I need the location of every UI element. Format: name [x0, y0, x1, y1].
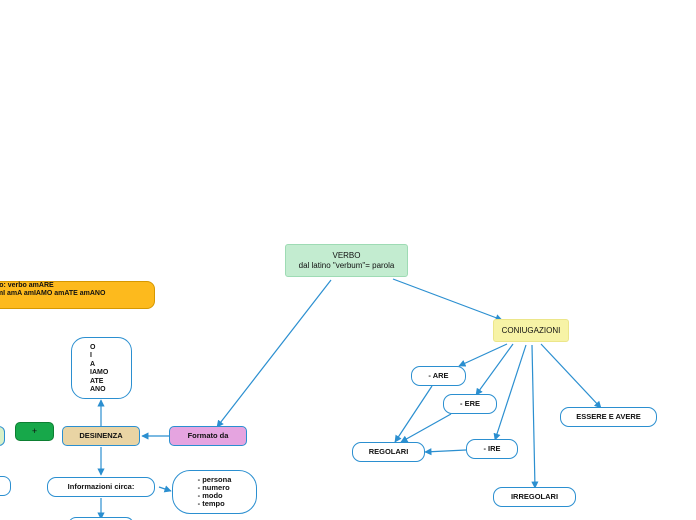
verbo-title: VERBO [332, 251, 361, 261]
link-coniugazioni-ere [475, 343, 514, 396]
link-verbo-coniugazioni [392, 278, 503, 322]
ending-item: ANO [90, 385, 106, 393]
informazioni-node[interactable]: Informazioni circa: [47, 477, 155, 497]
regolari-node[interactable]: REGOLARI [352, 442, 425, 462]
plus-node[interactable]: + [15, 422, 54, 441]
info-item: - modo [197, 491, 223, 500]
ending-item: IAMO [90, 369, 109, 377]
info-item: - numero [197, 482, 230, 492]
ending-item: A [90, 360, 96, 368]
link-coniugazioni-irregolari [531, 344, 539, 489]
offscreen-node-left-2[interactable] [0, 476, 11, 496]
endings-list: O I A IAMO ATE ANO [90, 344, 108, 394]
info-item: - persona [197, 474, 232, 484]
coniugazioni-node[interactable]: CONIUGAZIONI [493, 319, 569, 342]
link-verbo-formato [216, 279, 332, 428]
ending-item: I [90, 352, 92, 360]
link-info-persona [158, 485, 172, 493]
esempio-line-1: pio: verbo amARE [0, 282, 54, 289]
ere-node[interactable]: - ERE [443, 394, 497, 414]
esempio-node[interactable]: pio: verbo amARE amI amA amIAMO amATE am… [0, 281, 155, 309]
verbo-subtitle: dal latino "verbum"= parola [298, 260, 395, 270]
verbo-root-node[interactable]: VERBO dal latino "verbum"= parola [285, 244, 408, 277]
info-items-list: - persona - numero - modo - tempo [197, 474, 232, 509]
are-node[interactable]: - ARE [411, 366, 466, 386]
info-item: - tempo [197, 499, 225, 509]
link-coniugazioni-ire [493, 344, 527, 441]
ending-item: O [90, 344, 96, 351]
desinenze-list-node[interactable]: O I A IAMO ATE ANO [71, 337, 132, 399]
formato-da-node[interactable]: Formato da [169, 426, 247, 446]
essere-avere-node[interactable]: ESSERE E AVERE [560, 407, 657, 427]
info-items-node[interactable]: - persona - numero - modo - tempo [172, 470, 257, 514]
desinenza-node[interactable]: DESINENZA [62, 426, 140, 446]
link-coniugazioni-essere [540, 343, 602, 409]
link-ire-regolari [424, 448, 467, 456]
link-ere-regolari [400, 413, 452, 443]
link-are-regolari [394, 385, 433, 443]
ire-node[interactable]: - IRE [466, 439, 518, 459]
link-coniugazioni-are [458, 343, 508, 367]
esempio-line-2: amI amA amIAMO amATE amANO [0, 290, 106, 298]
ending-item: ATE [90, 377, 104, 385]
irregolari-node[interactable]: IRREGOLARI [493, 487, 576, 507]
